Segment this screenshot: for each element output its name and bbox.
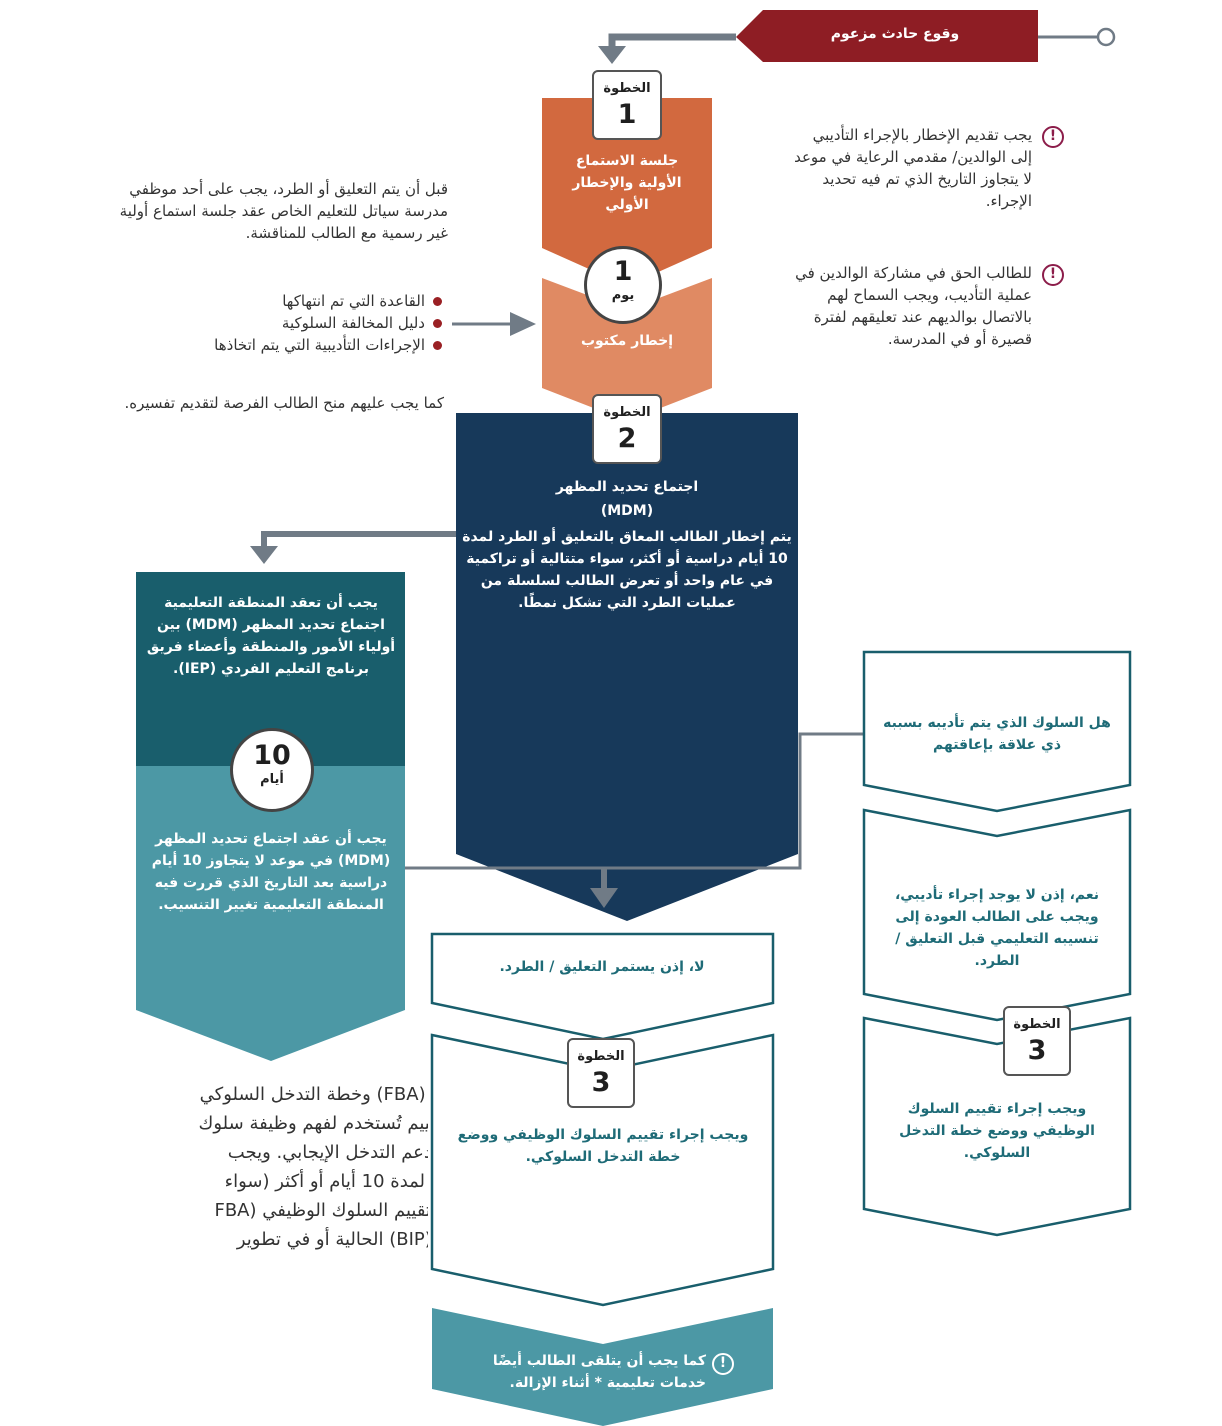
bullet-text: القاعدة التي تم انتهاكها bbox=[282, 292, 425, 310]
arrow-to-mdm-box bbox=[261, 531, 456, 548]
preliminary-hearing-note: قبل أن يتم التعليق أو الطرد، يجب على أحد… bbox=[119, 180, 448, 242]
days10-unit: أيام bbox=[260, 772, 284, 787]
step3-center-badge: الخطوة 3 bbox=[567, 1038, 635, 1108]
mdm-deadline-shape bbox=[136, 766, 405, 1061]
alert-icon: ! bbox=[1042, 264, 1064, 286]
incident-tag-shape bbox=[736, 10, 1038, 62]
bullet-item: القاعدة التي تم انتهاكها bbox=[150, 290, 442, 312]
fba-line: التقييم بعد تعليق وطرد لمدة 10 أيام أو أ… bbox=[224, 1171, 428, 1192]
question-shape bbox=[862, 650, 1132, 813]
hearing-bullet-list: القاعدة التي تم انتهاكها دليل المخالفة ا… bbox=[150, 290, 442, 356]
step1-title: جلسة الاستماع الأولية والإخطار الأولي bbox=[572, 153, 682, 213]
step3-center-badge-label: الخطوة bbox=[577, 1049, 625, 1064]
arrow-to-step1 bbox=[608, 33, 736, 48]
notice-shape bbox=[542, 278, 712, 421]
fba-line: وتمثل الأساس لتطوير دعم التدخل الإيجابي.… bbox=[227, 1142, 428, 1163]
step2-badge-number: 2 bbox=[617, 423, 637, 454]
parent-notice-note: يجب تقديم الإخطار بالإجراء التأديبي إلى … bbox=[794, 126, 1032, 210]
step3-center-badge-number: 3 bbox=[591, 1067, 611, 1098]
step3-right-text: ويجب إجراء تقييم السلوك الوظيفي ووضع خطة… bbox=[899, 1101, 1095, 1161]
no-shape bbox=[430, 932, 775, 1041]
yes-branch-text: نعم، إذن لا يوجد إجراء تأديبي، ويجب على … bbox=[894, 887, 1100, 969]
no-branch-text: لا، إذن يستمر التعليق / الطرد. bbox=[499, 959, 705, 975]
step2-shape bbox=[456, 413, 798, 921]
fba-line: تراكمية). يتم استخدام تقييم السلوك الوظي… bbox=[214, 1200, 428, 1221]
step3-right-badge-label: الخطوة bbox=[1013, 1017, 1061, 1032]
bullet-dot bbox=[433, 340, 442, 350]
fba-line: خطة التدخل السلوكي (BIP) الحالية أو في ت… bbox=[236, 1229, 428, 1250]
step1-badge-number: 1 bbox=[617, 99, 637, 130]
bullet-item: الإجراءات التأديبية التي يتم اتخاذها bbox=[150, 334, 442, 356]
days10-badge: 10 أيام bbox=[230, 728, 314, 812]
step2-title: اجتماع تحديد المظهر bbox=[555, 479, 699, 495]
bullets-connector-head bbox=[510, 312, 536, 336]
step3-center-text: ويجب إجراء تقييم السلوك الوظيفي ووضع خطة… bbox=[457, 1127, 749, 1165]
fba-line: تقييم السلوك الوظيفي (FBA) وخطة التدخل ا… bbox=[199, 1084, 428, 1105]
start-circle bbox=[1096, 27, 1116, 47]
fba-notes-clip: تقييم السلوك الوظيفي (FBA) وخطة التدخل ا… bbox=[0, 1080, 428, 1252]
yes-shape bbox=[862, 808, 1132, 1022]
bullet-text: دليل المخالفة السلوكية bbox=[281, 314, 425, 332]
step2-body: يتم إخطار الطالب المعاق بالتعليق أو الطر… bbox=[462, 529, 792, 611]
alert-icon: ! bbox=[1042, 126, 1064, 148]
day1-unit: يوم bbox=[611, 288, 635, 303]
day1-badge: 1 يوم bbox=[584, 246, 662, 324]
bullet-item: دليل المخالفة السلوكية bbox=[150, 312, 442, 334]
arrow-to-step1-head bbox=[598, 46, 626, 64]
days10-number: 10 bbox=[253, 740, 291, 771]
mdm-box-text: يجب أن تعقد المنطقة التعليمية اجتماع تحد… bbox=[146, 595, 396, 677]
alert-icon: ! bbox=[712, 1353, 734, 1375]
fba-notes: تقييم السلوك الوظيفي (FBA) وخطة التدخل ا… bbox=[0, 1080, 428, 1252]
mdm-deadline-text: يجب أن عقد اجتماع تحديد المظهر (MDM) في … bbox=[151, 831, 391, 913]
bullet-dot bbox=[433, 296, 442, 306]
step1-shape bbox=[542, 98, 712, 286]
explanation-note: كما يجب عليهم منح الطالب الفرصة لتقديم ت… bbox=[124, 394, 444, 412]
incident-label: وقوع حادث مزعوم bbox=[830, 26, 960, 42]
bullet-text: الإجراءات التأديبية التي يتم اتخاذها bbox=[214, 336, 425, 354]
step2-badge-label: الخطوة bbox=[603, 405, 651, 420]
step2-badge: الخطوة 2 bbox=[592, 394, 662, 464]
step3-right-badge-number: 3 bbox=[1027, 1035, 1047, 1066]
arrow-to-mdm-box-head bbox=[250, 546, 278, 564]
services-shape bbox=[432, 1308, 773, 1426]
step3-right-badge: الخطوة 3 bbox=[1003, 1006, 1071, 1076]
bullet-dot bbox=[433, 318, 442, 328]
down-connector-head bbox=[590, 888, 618, 908]
step1-badge: الخطوة 1 bbox=[592, 70, 662, 140]
fba-line: FBA: عبارة عن أداة تقييم تُستخدم لفهم وظ… bbox=[198, 1113, 428, 1134]
written-notice-label: إخطار مكتوب bbox=[580, 333, 674, 349]
step1-badge-label: الخطوة bbox=[603, 81, 651, 96]
parent-participation-note: للطالب الحق في مشاركة الوالدين في عملية … bbox=[795, 264, 1032, 348]
day1-number: 1 bbox=[613, 256, 633, 287]
question-text: هل السلوك الذي يتم تأديبه بسببه ذي علاقة… bbox=[883, 715, 1111, 753]
services-text: كما يجب أن يتلقى الطالب أيضًا خدمات تعلي… bbox=[492, 1353, 706, 1391]
step2-abbr: (MDM) bbox=[600, 503, 654, 519]
